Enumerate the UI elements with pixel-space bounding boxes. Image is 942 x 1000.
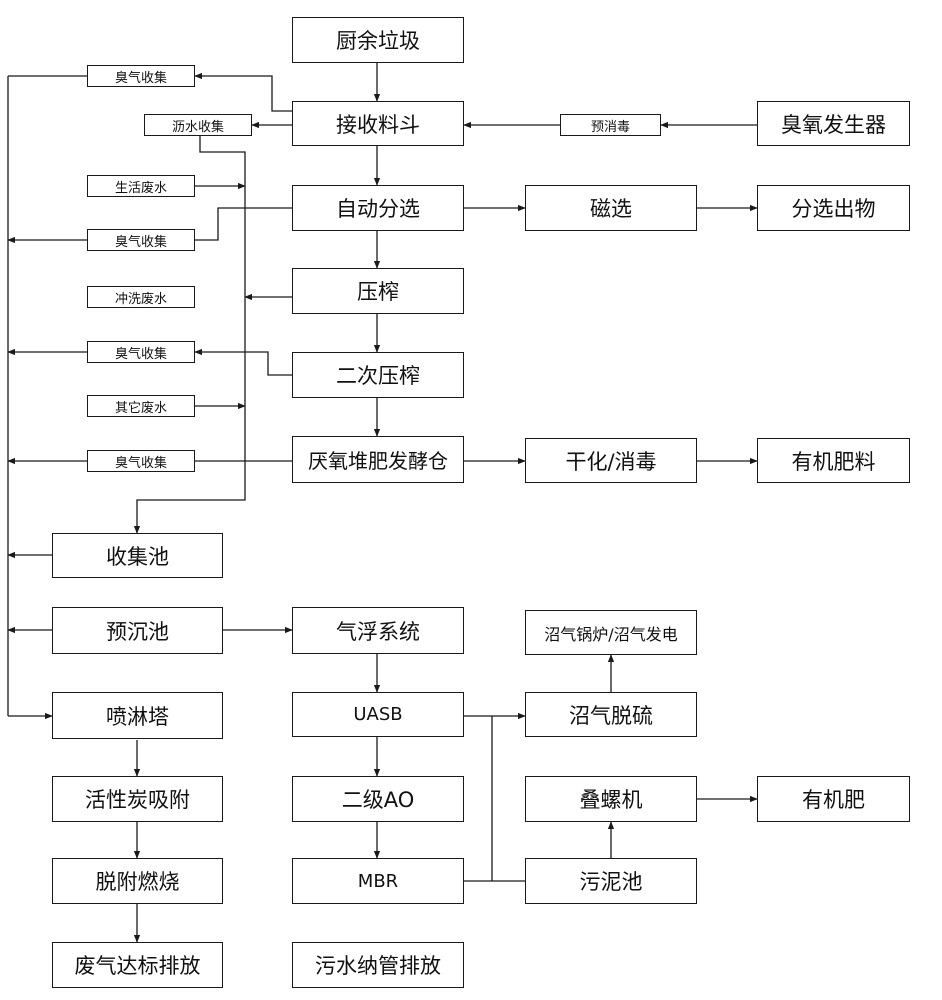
- box-auto-sorting: 自动分选: [292, 185, 464, 231]
- line-hopper-to-odor1: [194, 72, 292, 112]
- box-sewage-discharge: 污水纳管排放: [292, 942, 464, 988]
- box-organic-fertilizer: 有机肥: [757, 776, 910, 822]
- line-sorting-to-odor2: [195, 207, 292, 241]
- box-activated-carbon-adsorption: 活性炭吸附: [52, 776, 223, 822]
- box-odor-collect-1: 臭气收集: [87, 65, 195, 87]
- box-biogas-boiler-power: 沼气锅炉/沼气发电: [525, 610, 697, 655]
- box-sorted-output: 分选出物: [757, 185, 910, 231]
- box-biogas-desulfurization: 沼气脱硫: [525, 692, 697, 737]
- box-odor-collect-3: 臭气收集: [87, 341, 195, 363]
- box-domestic-wastewater: 生活废水: [87, 175, 195, 197]
- box-exhaust-discharge: 废气达标排放: [52, 942, 223, 988]
- line-secondary-to-odor3: [194, 348, 292, 376]
- wastewater-trunk: [133, 136, 246, 534]
- box-other-wastewater: 其它废水: [87, 395, 195, 417]
- box-collection-tank: 收集池: [52, 533, 223, 578]
- box-pressing: 压榨: [292, 268, 464, 314]
- box-anaerobic-compost-bin: 厌氧堆肥发酵仓: [292, 436, 464, 483]
- box-mbr: MBR: [292, 858, 464, 904]
- box-odor-collect-4: 臭气收集: [87, 450, 195, 472]
- box-air-flotation-system: 气浮系统: [292, 607, 464, 654]
- box-uasb: UASB: [292, 692, 464, 737]
- box-odor-collect-2: 臭气收集: [87, 229, 195, 251]
- box-secondary-pressing: 二次压榨: [292, 352, 464, 398]
- box-spray-tower: 喷淋塔: [52, 692, 223, 739]
- box-receiving-hopper: 接收料斗: [292, 101, 464, 146]
- box-sludge-tank: 污泥池: [525, 858, 697, 904]
- box-pre-sedimentation-tank: 预沉池: [52, 607, 223, 654]
- box-flush-wastewater: 冲洗废水: [87, 286, 195, 308]
- box-screw-press: 叠螺机: [525, 776, 697, 822]
- box-drying-disinfection: 干化/消毒: [525, 438, 697, 483]
- box-desorption-combustion: 脱附燃烧: [52, 858, 223, 904]
- box-kitchen-waste: 厨余垃圾: [292, 17, 464, 63]
- box-secondary-ao: 二级AO: [292, 776, 464, 822]
- box-magnetic-separation: 磁选: [525, 185, 697, 231]
- box-pre-disinfection: 预消毒: [560, 114, 661, 136]
- box-ozone-generator: 臭氧发生器: [757, 101, 910, 146]
- box-organic-fertilizer-material: 有机肥料: [757, 438, 910, 483]
- box-leachate-collect: 沥水收集: [144, 114, 252, 136]
